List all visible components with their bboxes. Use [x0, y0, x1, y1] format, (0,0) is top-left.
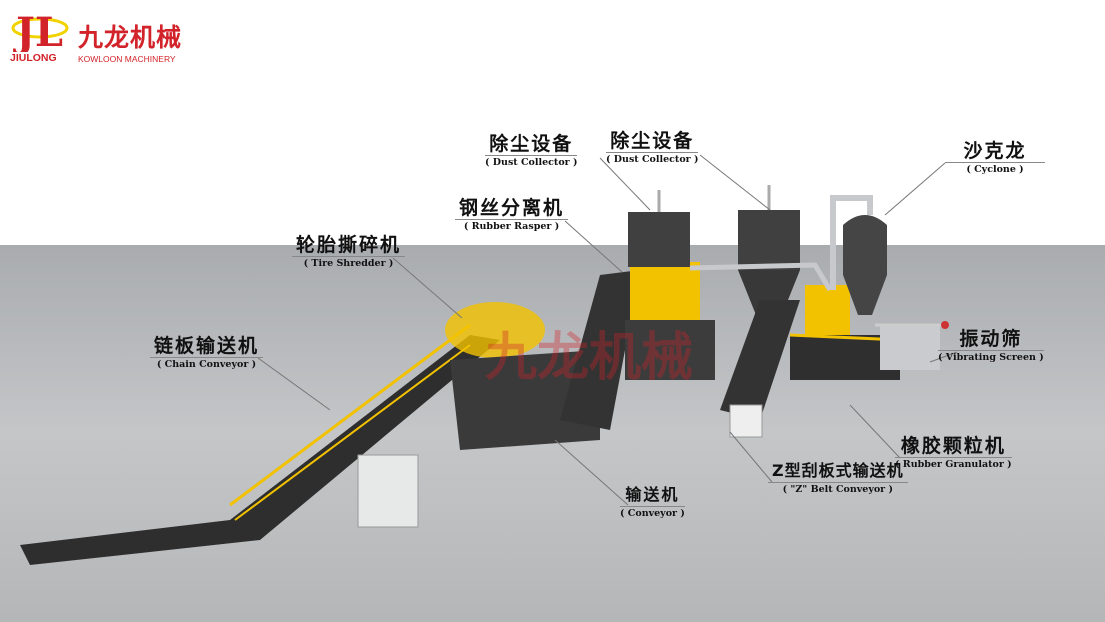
label-en: ( Vibrating Screen ) [938, 352, 1044, 363]
rubber-rasper [630, 262, 700, 322]
vibrating-screen [880, 325, 940, 370]
label-vibrating-screen: 振动筛 ( Vibrating Screen ) [938, 328, 1044, 365]
cyclone-body [843, 215, 887, 315]
z-belt-conveyor [720, 300, 800, 420]
duct-pipe [689, 262, 833, 292]
control-cabinet [357, 454, 419, 528]
dust-collector-2-body [738, 210, 800, 270]
label-en: ( Conveyor ) [620, 508, 685, 519]
label-cyclone: 沙克龙 ( Cyclone ) [945, 140, 1045, 177]
label-cn: 除尘设备 [606, 130, 699, 153]
label-tire-shredder: 轮胎撕碎机 ( Tire Shredder ) [292, 234, 406, 271]
label-cn: 振动筛 [938, 328, 1044, 351]
shredder-frame [450, 350, 600, 450]
label-cn: 链板输送机 [150, 335, 264, 358]
label-cn: 除尘设备 [485, 133, 578, 156]
label-en: ( Chain Conveyor ) [156, 359, 257, 370]
cyclone-pipe [830, 195, 873, 290]
label-dust-collector-1: 除尘设备 ( Dust Collector ) [485, 133, 578, 170]
label-en: ( Dust Collector ) [606, 154, 699, 165]
label-cn: 输送机 [620, 484, 685, 507]
screen-pipe-end [941, 321, 949, 329]
label-z-belt-conveyor: Z型刮板式输送机 ( "Z" Belt Conveyor ) [768, 460, 908, 497]
conveyor-railing-lower [234, 344, 471, 521]
leader-lines [257, 154, 958, 506]
dust-collector-1-body [628, 212, 690, 267]
label-en: ( Rubber Granulator ) [895, 459, 1012, 470]
jl-logo-mark-icon: JL [11, 9, 69, 52]
label-en: ( "Z" Belt Conveyor ) [782, 484, 893, 495]
label-rubber-rasper: 钢丝分离机 ( Rubber Rasper ) [455, 197, 569, 234]
rasper-conveyor [560, 270, 640, 430]
label-cn: 沙克龙 [945, 140, 1045, 163]
label-cn: 轮胎撕碎机 [292, 234, 406, 257]
label-dust-collector-2: 除尘设备 ( Dust Collector ) [606, 130, 699, 167]
rasper-body [625, 320, 715, 380]
logo-name-cn: 九龙机械 [78, 23, 183, 52]
label-cn: Z型刮板式输送机 [768, 460, 908, 483]
label-chain-conveyor: 链板输送机 ( Chain Conveyor ) [150, 335, 264, 372]
conveyor-railing [229, 323, 471, 507]
brand-logo: JL 九龙机械 JIULONG KOWLOON MACHINERY [8, 6, 188, 64]
label-conveyor: 输送机 ( Conveyor ) [620, 484, 685, 521]
label-en: ( Tire Shredder ) [303, 258, 394, 269]
tire-shredder [445, 302, 545, 358]
logo-name-en: JIULONG [10, 52, 57, 64]
rubber-granulator [805, 285, 850, 335]
svg-text:JL: JL [13, 9, 63, 52]
storage-box [729, 404, 763, 438]
label-en: ( Dust Collector ) [485, 157, 578, 168]
label-en: ( Rubber Rasper ) [463, 221, 560, 232]
label-en: ( Cyclone ) [966, 164, 1024, 175]
label-cn: 钢丝分离机 [455, 197, 569, 220]
watermark: 九龙机械 [485, 328, 693, 388]
logo-tagline: KOWLOON MACHINERY [78, 54, 176, 64]
label-rubber-granulator: 橡胶颗粒机 ( Rubber Granulator ) [895, 435, 1012, 472]
label-cn: 橡胶颗粒机 [895, 435, 1012, 458]
